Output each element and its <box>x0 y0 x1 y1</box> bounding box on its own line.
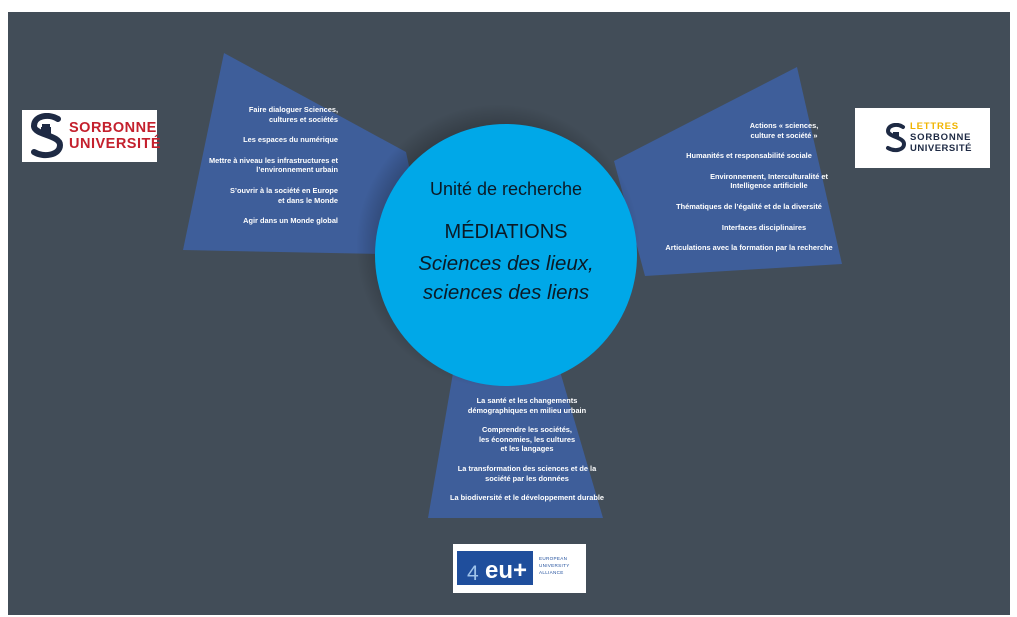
center-title: MÉDIATIONS <box>444 221 568 243</box>
bottom-ray-list: La santé et les changements démographiqu… <box>441 396 613 513</box>
diagram-canvas: Faire dialoguer Sciences, cultures et so… <box>8 12 1010 615</box>
alliance-line3: ALLIANCE <box>539 570 564 575</box>
list-item: Interfaces disciplinaires <box>721 222 807 232</box>
center-subtitle-line1: Sciences des lieux, <box>418 252 594 275</box>
4eu-alliance-logo: 4 eu+ EUROPEAN UNIVERSITY ALLIANCE <box>453 544 586 593</box>
list-item: Environnement, Interculturalité et Intel… <box>710 171 828 191</box>
lettres-sorbonne-logo: LETTRES SORBONNE UNIVERSITÉ <box>855 108 990 168</box>
4eu-eu: eu+ <box>485 557 528 584</box>
center-label: Unité de recherche <box>429 179 583 199</box>
list-item: S’ouvrir à la société en Europe et dans … <box>229 185 338 205</box>
lettres-line0: LETTRES <box>910 121 959 132</box>
right-ray-list: Actions « sciences, culture et société »… <box>653 121 845 264</box>
left-ray-list: Faire dialoguer Sciences, cultures et so… <box>190 105 338 237</box>
list-item: La transformation des sciences et de la … <box>457 463 597 483</box>
center-circle: Unité de recherche MÉDIATIONS Sciences d… <box>375 124 637 386</box>
list-item: Les espaces du numérique <box>243 135 338 145</box>
lettres-s-icon <box>885 123 907 153</box>
center-subtitle-line2: sciences des liens <box>422 281 590 304</box>
list-item: Articulations avec la formation par la r… <box>665 243 833 253</box>
sorbonne-universite-logo: SORBONNE UNIVERSITÉ <box>22 110 161 162</box>
bottom-ray <box>428 344 603 518</box>
sorbonne-s-icon <box>30 113 64 159</box>
list-item: La biodiversité et le développement dura… <box>449 493 604 503</box>
list-item: La santé et les changements démographiqu… <box>467 396 587 415</box>
alliance-line1: EUROPEAN <box>539 556 568 561</box>
lettres-line2: UNIVERSITÉ <box>910 143 973 154</box>
list-item: Faire dialoguer Sciences, cultures et so… <box>248 105 338 124</box>
right-ray <box>614 67 842 276</box>
list-item: Humanités et responsabilité sociale <box>686 151 812 161</box>
sorbonne-line2: UNIVERSITÉ <box>69 136 162 152</box>
lettres-line1: SORBONNE <box>910 132 972 143</box>
list-item: Actions « sciences, culture et société » <box>749 121 819 140</box>
sorbonne-line1: SORBONNE <box>69 120 157 136</box>
list-item: Thématiques de l’égalité et de la divers… <box>676 201 822 211</box>
list-item: Agir dans un Monde global <box>243 216 338 226</box>
4eu-logo-box: 4 eu+ <box>457 551 533 585</box>
list-item: Mettre à niveau les infrastructures et l… <box>209 155 338 175</box>
4eu-four: 4 <box>467 562 479 585</box>
alliance-line2: UNIVERSITY <box>539 563 570 568</box>
list-item: Comprendre les sociétés, les économies, … <box>478 425 576 454</box>
